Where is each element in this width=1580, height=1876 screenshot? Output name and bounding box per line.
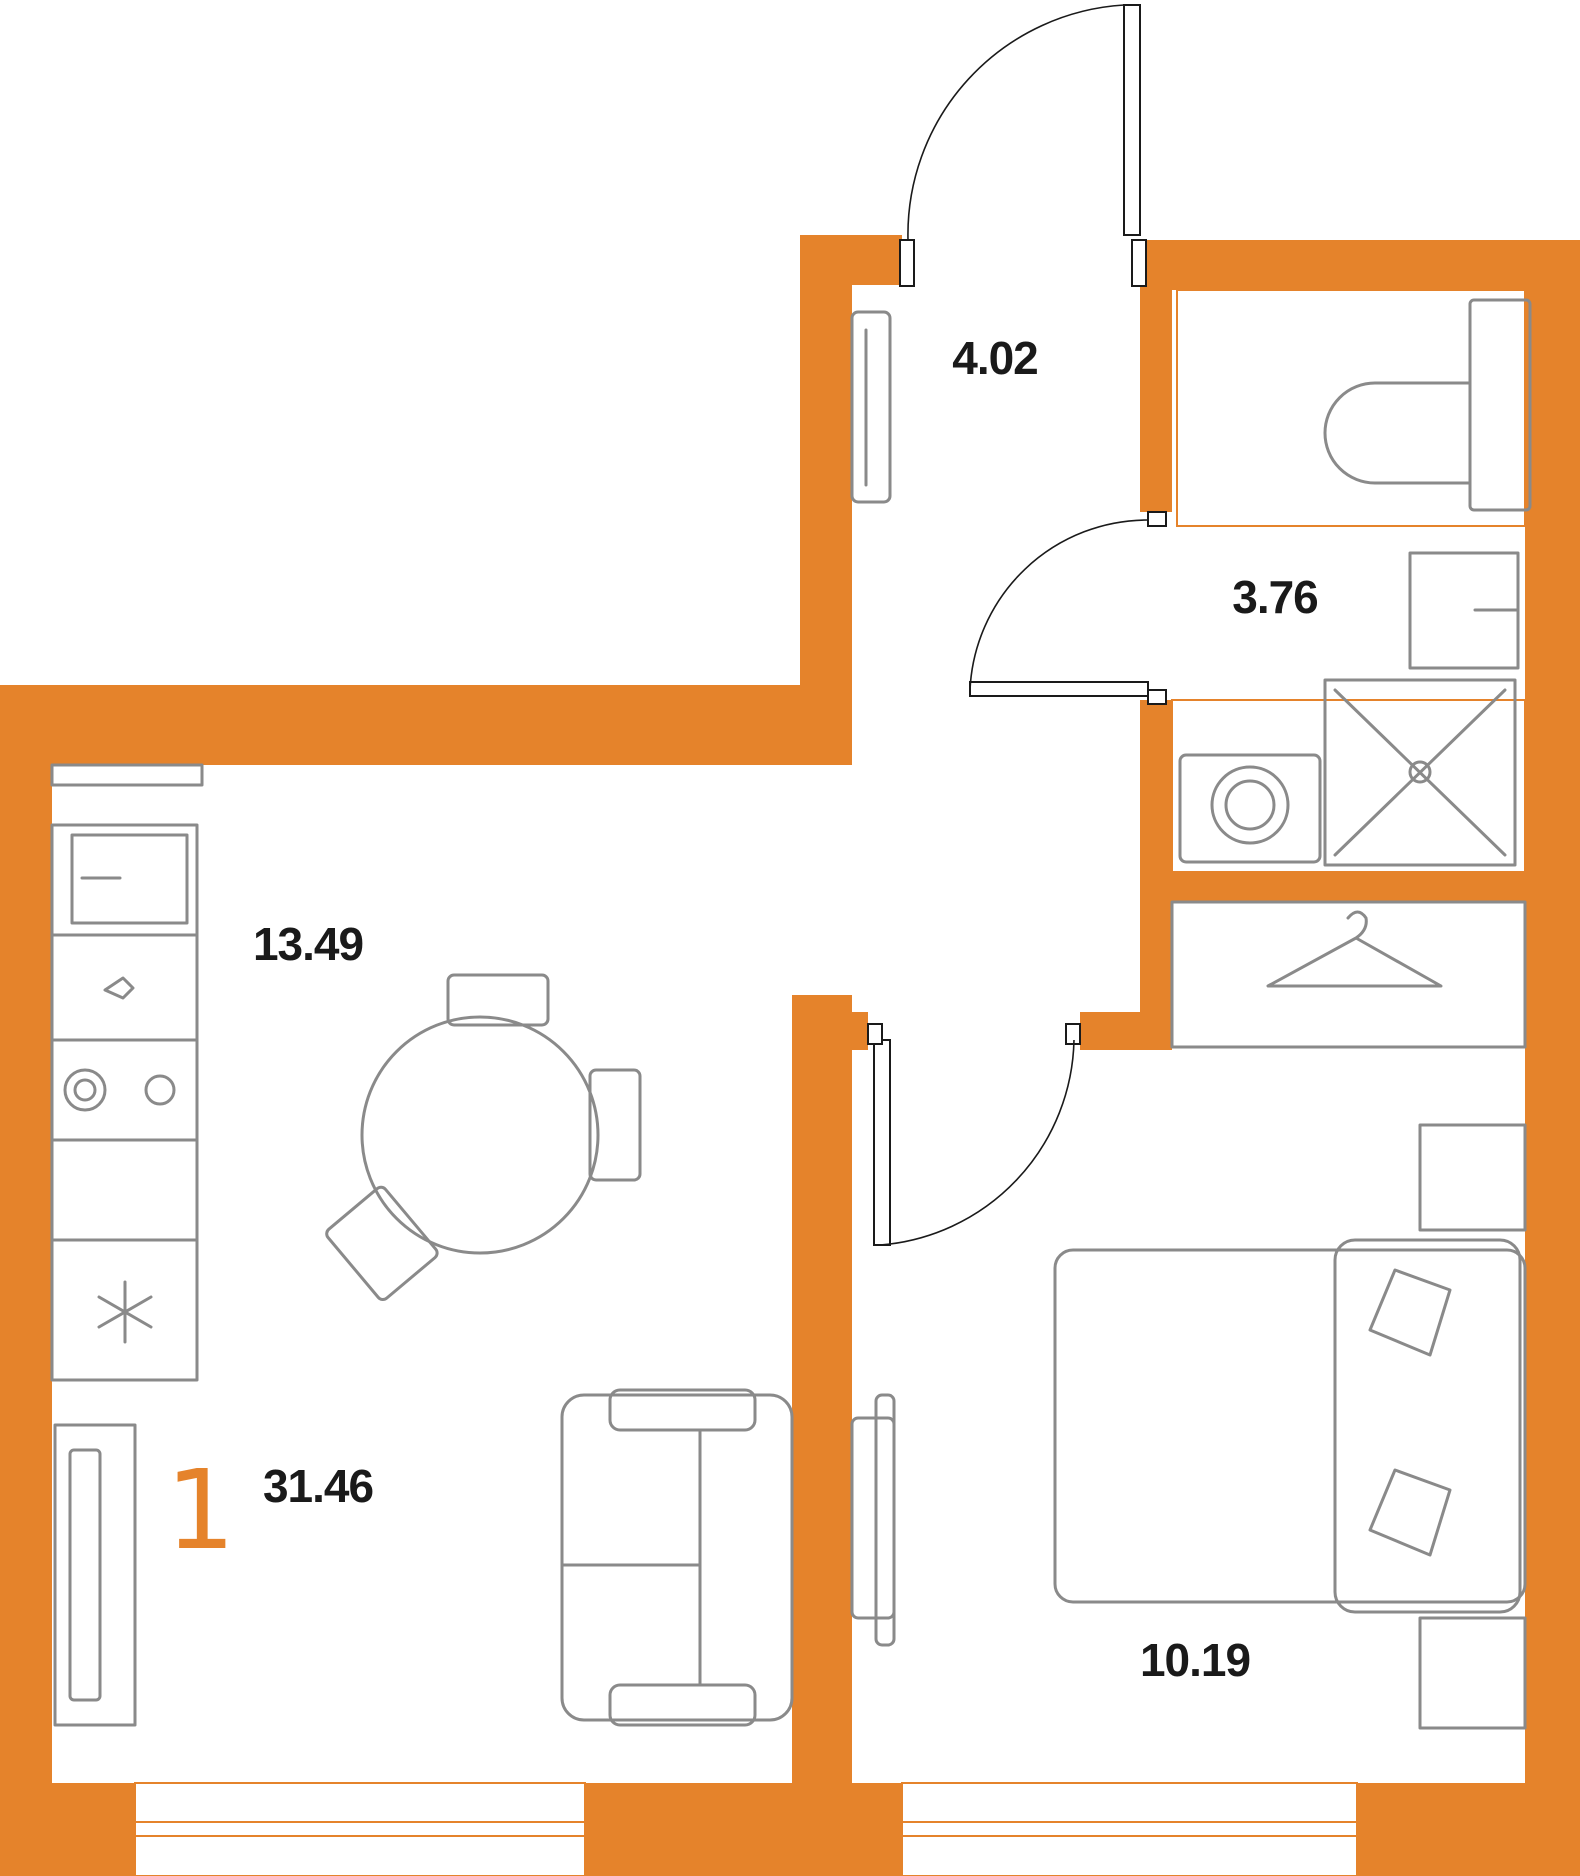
hall-radiator	[850, 310, 892, 504]
walls	[0, 235, 1580, 1876]
bedroom-area: 10.19	[1140, 1634, 1250, 1686]
dining-table-icon	[360, 1015, 600, 1255]
total-area: 31.46	[263, 1460, 373, 1512]
chair	[325, 1185, 439, 1302]
wardrobe	[1170, 900, 1527, 1049]
doors	[867, 4, 1167, 1246]
tv-icon	[68, 1448, 102, 1702]
room-count: 1	[166, 1446, 235, 1574]
kitchen-living-area: 13.49	[253, 918, 363, 970]
pillow	[1368, 1268, 1452, 1357]
entrance-door-leaf	[1123, 4, 1141, 236]
nightstand	[1418, 1616, 1527, 1730]
chair	[446, 973, 550, 1027]
furniture	[50, 298, 1532, 1730]
washing-machine-icon	[1178, 753, 1322, 864]
shower-icon	[1323, 678, 1517, 867]
kitchen-counter	[50, 763, 204, 787]
snowflake-icon	[97, 1280, 153, 1344]
tv-stand	[53, 1423, 137, 1727]
hall-area: 4.02	[952, 332, 1038, 384]
window-bedroom	[901, 1782, 1358, 1876]
bedroom-tv	[850, 1416, 896, 1620]
bathroom-door-leaf	[969, 681, 1149, 697]
nightstand	[1418, 1123, 1527, 1232]
kitchen-tap	[103, 976, 135, 1000]
wardrobe-hanger-icon	[1266, 910, 1443, 988]
sofa-icon	[560, 1393, 794, 1722]
sink-icon	[70, 833, 189, 925]
toilet-icon	[1323, 381, 1472, 485]
labels: 4.02 3.76 13.49 10.19 31.46 1	[166, 332, 1319, 1686]
pillow	[1368, 1468, 1452, 1557]
windows	[134, 289, 1526, 1876]
window-living	[134, 1782, 586, 1876]
stove-icon	[63, 1068, 176, 1112]
bedroom-door-leaf	[873, 1039, 891, 1246]
chair	[588, 1068, 642, 1182]
bed-icon	[1053, 1248, 1527, 1604]
bathroom-area: 3.76	[1232, 571, 1318, 623]
